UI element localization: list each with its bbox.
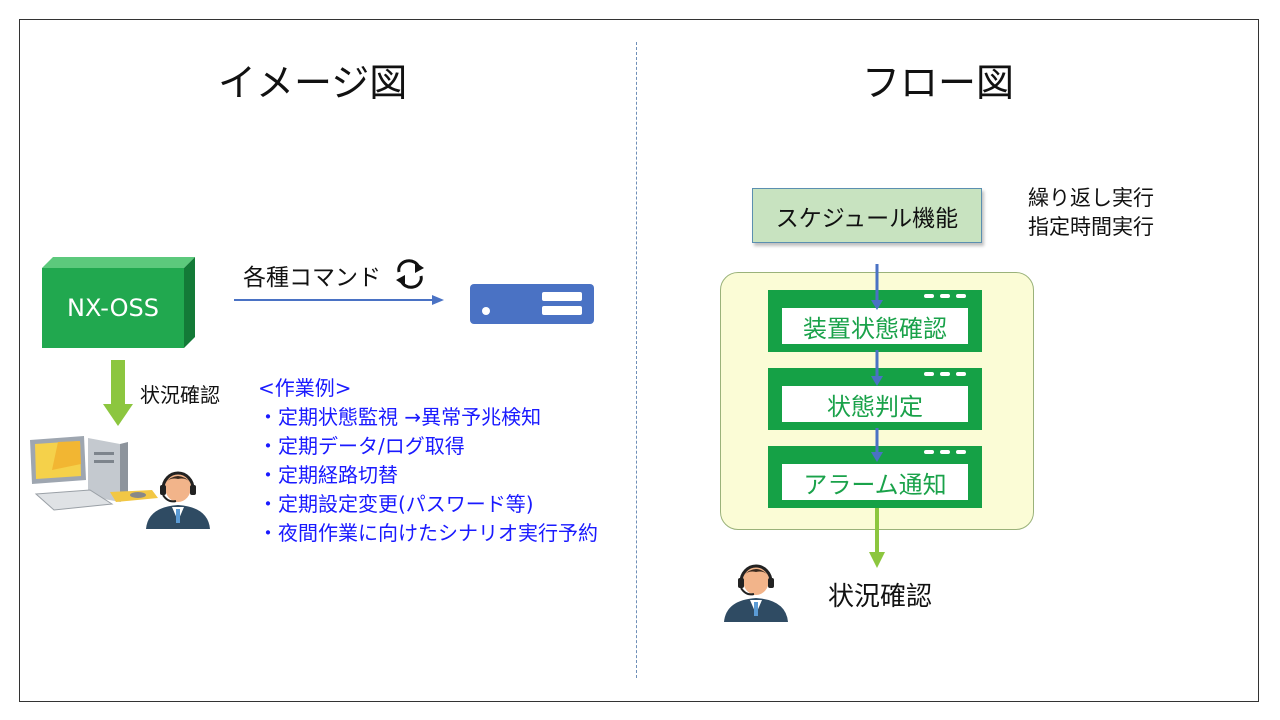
status-judgement-label: 状態判定 — [782, 386, 968, 422]
operator-icon — [146, 471, 210, 529]
right-title: フロー図 — [862, 61, 1015, 105]
computer-icon — [30, 436, 158, 511]
slide-frame — [19, 19, 1259, 702]
nxoss-label: NX-OSS — [67, 294, 159, 322]
schedule-note: 指定時間実行 — [1028, 215, 1154, 239]
status-arrow-left — [103, 360, 133, 426]
schedule-note: 繰り返し実行 — [1028, 186, 1154, 210]
command-arrow — [234, 295, 444, 305]
example-list: <作業例> ・定期状態監視 →異常予兆検知 ・定期データ/ログ取得 ・定期経路切… — [258, 374, 598, 548]
server-icon — [470, 284, 594, 324]
nxoss-box: NX-OSS — [42, 268, 184, 348]
example-item: ・定期状態監視 →異常予兆検知 — [258, 405, 542, 429]
operator-icon — [724, 564, 788, 622]
example-item: ・定期経路切替 — [258, 463, 398, 487]
device-check-label: 装置状態確認 — [782, 308, 968, 344]
schedule-notes: 繰り返し実行 指定時間実行 — [1028, 184, 1154, 242]
center-divider — [636, 42, 637, 678]
refresh-icon — [396, 259, 424, 289]
device-indicator-lights — [924, 372, 966, 376]
schedule-function-label: スケジュール機能 — [775, 205, 959, 232]
left-title: イメージ図 — [218, 61, 408, 105]
command-label-text: 各種コマンド — [243, 265, 381, 291]
status-check-label: 状況確認 — [140, 383, 220, 407]
alarm-notification-label: アラーム通知 — [782, 464, 968, 500]
device-indicator-lights — [924, 450, 966, 454]
example-item: <作業例> — [258, 376, 352, 400]
example-item: ・夜間作業に向けたシナリオ実行予約 — [258, 521, 598, 545]
device-indicator-lights — [924, 294, 966, 298]
example-item: ・定期設定変更(パスワード等) — [258, 492, 534, 516]
example-item: ・定期データ/ログ取得 — [258, 434, 465, 458]
nxoss-box-shape — [42, 257, 195, 348]
command-label: 各種コマンド — [243, 258, 381, 292]
schedule-function-box: スケジュール機能 — [752, 188, 982, 243]
status-check-label-right: 状況確認 — [828, 582, 933, 612]
flow-arrows — [869, 264, 885, 568]
